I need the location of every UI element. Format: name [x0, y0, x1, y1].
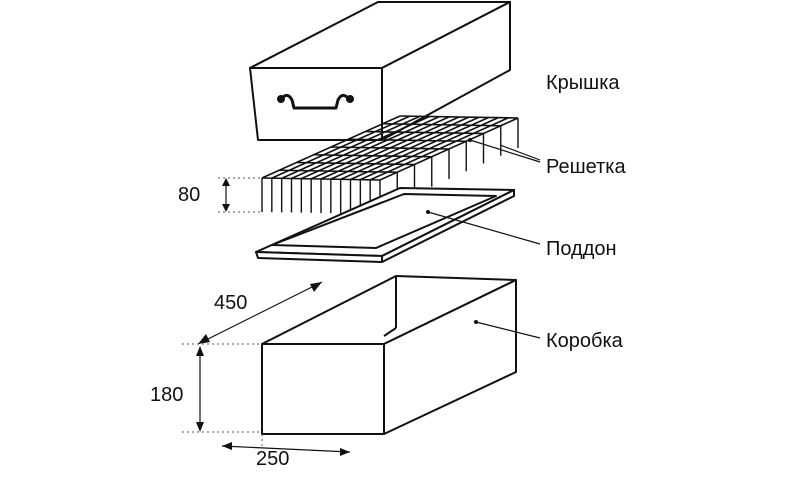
label-grid: Решетка: [546, 156, 626, 178]
box-drawing: [261, 275, 517, 435]
dim-box-height: [182, 346, 262, 433]
dim-box-height-value: 180: [150, 384, 184, 406]
label-tray: Поддон: [546, 238, 617, 260]
label-lid: Крышка: [546, 72, 620, 94]
dim-box-length: [182, 281, 323, 345]
leader-lines: [426, 138, 541, 339]
tray-drawing: [255, 187, 515, 263]
dim-box-length-value: 450: [214, 292, 248, 314]
dim-box-width: [221, 434, 351, 456]
dim-grid-height: [218, 177, 262, 213]
grid-drawing: [261, 115, 519, 214]
lid-drawing: [249, 1, 511, 141]
label-box: Коробка: [546, 330, 623, 352]
dim-box-width-value: 250: [256, 448, 290, 470]
dim-grid-height-value: 80: [178, 184, 201, 206]
handle-icon: [277, 93, 354, 110]
